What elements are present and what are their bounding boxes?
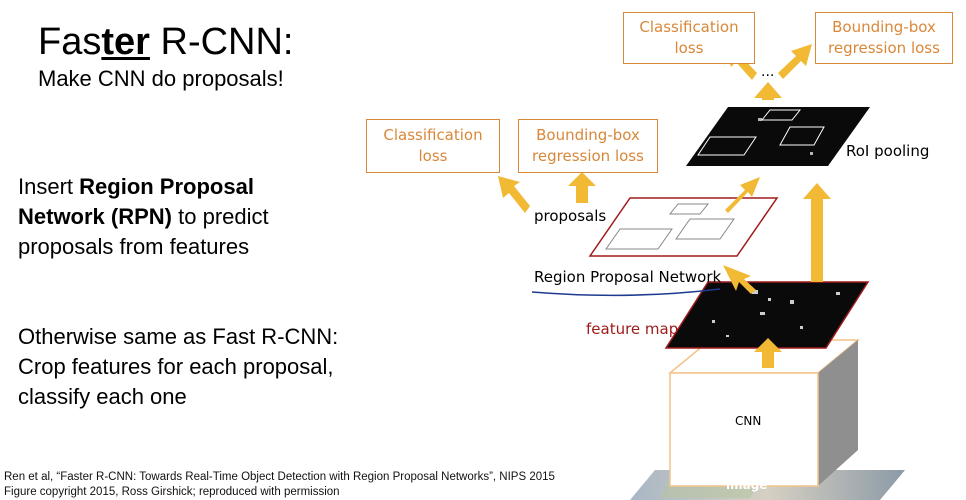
arrow-feature-to-rpn [723,265,756,294]
title-emphasis: ter [101,21,150,63]
proposals-plane [588,197,779,257]
top-bbox-loss-box: Bounding-box regression loss [815,12,953,64]
paragraph-fast-rcnn: Otherwise same as Fast R-CNN: Crop featu… [18,322,338,412]
arrow-roi-up [754,82,782,100]
citation-line2: Figure copyright 2015, Ross Girshick; re… [4,486,340,498]
arrow-proposals-to-bbox [568,172,596,203]
top-cls-line2: loss [674,39,704,57]
arrow-cnn-to-feature [754,338,782,368]
title-suffix: R-CNN: [149,21,294,63]
rpn-bbox-loss-box: Bounding-box regression loss [518,119,658,173]
cnn-box-front [669,372,819,487]
title-prefix: Fas [38,21,102,63]
proposals-label: proposals [534,207,607,225]
slide-title: Faster R-CNN: [38,20,293,64]
paragraph-rpn: Insert Region Proposal Network (RPN) to … [18,172,269,262]
rpn-bbox-line2: regression loss [532,147,644,165]
rpn-bbox-line1: Bounding-box [536,126,640,144]
rpn-classification-loss-box: Classification loss [366,119,500,173]
rpn-cls-line1: Classification [383,126,483,144]
arrow-rpn-to-proposals [725,177,760,213]
p2-line3: classify each one [18,384,187,409]
arrow-to-top-bbox [778,44,812,79]
slide-subtitle: Make CNN do proposals! [38,66,284,91]
p1-line3: proposals from features [18,234,250,259]
image-label: image [726,478,768,492]
p2-line2: Crop features for each proposal, [18,354,334,379]
rpn-cls-line2: loss [418,147,448,165]
rpn-label: Region Proposal Network [534,268,722,286]
top-bbox-line1: Bounding-box [832,18,936,36]
citation: Ren et al, “Faster R-CNN: Towards Real-T… [4,470,555,500]
p1-post: to predict [172,204,269,229]
roi-pooling-label: RoI pooling [846,142,930,160]
roi-pooling-plane [686,107,870,166]
cnn-box-side [818,340,858,486]
p1-pre: Insert [18,174,80,199]
rpn-underline [531,288,721,297]
p1-bold-1: Region Proposal [79,174,254,199]
top-cls-line1: Classification [639,18,739,36]
top-bbox-line2: regression loss [828,39,940,57]
top-classification-loss-box: Classification loss [623,12,755,64]
citation-line1: Ren et al, “Faster R-CNN: Towards Real-T… [4,471,555,483]
p1-bold-2: Network (RPN) [18,204,173,229]
arrow-feature-to-roi [803,183,831,282]
arrow-proposals-to-cls [498,176,530,213]
feature-map-label: feature map [586,320,679,338]
p2-line1: Otherwise same as Fast R-CNN: [18,324,339,349]
cnn-label: CNN [735,414,762,428]
ellipsis-label: ... [761,64,775,80]
